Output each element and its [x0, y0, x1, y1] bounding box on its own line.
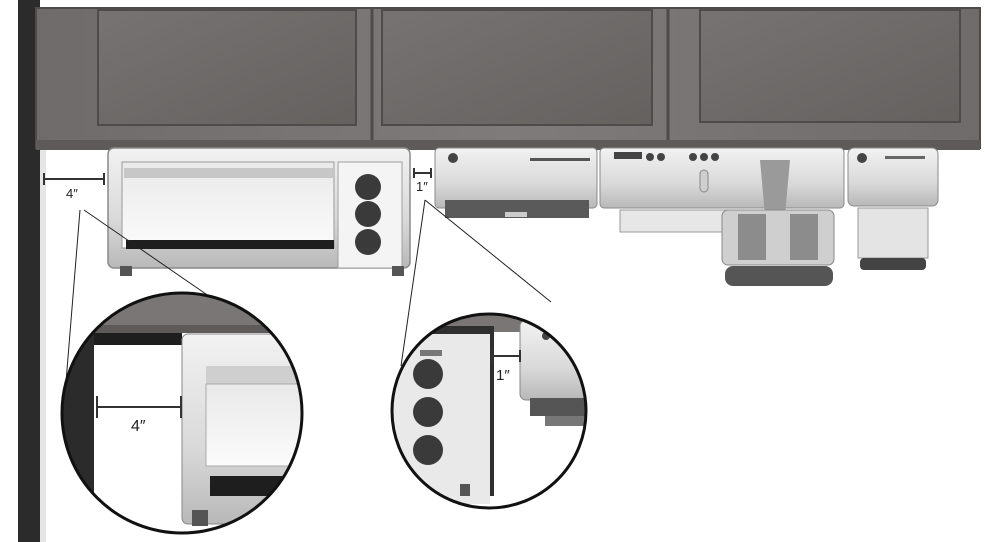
cabinet-door-panel: [97, 9, 357, 126]
coffee-machine: [599, 147, 845, 286]
wall: [18, 0, 40, 542]
zoom-callout-wall-clearance: 4″: [60, 291, 304, 535]
compact-appliance: [847, 147, 939, 270]
appliance-gap-dimension: [413, 168, 432, 178]
knob-icon: [413, 359, 443, 389]
cabinet-door-panel: [381, 9, 653, 126]
knob-icon: [355, 229, 381, 255]
wall-clearance-dimension: [43, 173, 105, 185]
callout-leader-lines: [65, 199, 552, 383]
toaster-oven: [107, 147, 411, 276]
knob-icon: [413, 397, 443, 427]
appliance-gap-label: 1″: [416, 179, 428, 194]
knob-icon: [355, 201, 381, 227]
upper-cabinets: [35, 7, 981, 150]
cabinet-door-panel: [699, 9, 961, 123]
knob-icon: [413, 435, 443, 465]
zoom-appliance-gap-label: 1″: [496, 367, 510, 384]
zoom-callout-appliance-gap: 1″: [390, 312, 588, 510]
zoom-wall-clearance-label: 4″: [131, 418, 146, 435]
countertop-appliance: [434, 147, 598, 218]
wall-clearance-label: 4″: [66, 186, 78, 201]
knob-icon: [355, 174, 381, 200]
